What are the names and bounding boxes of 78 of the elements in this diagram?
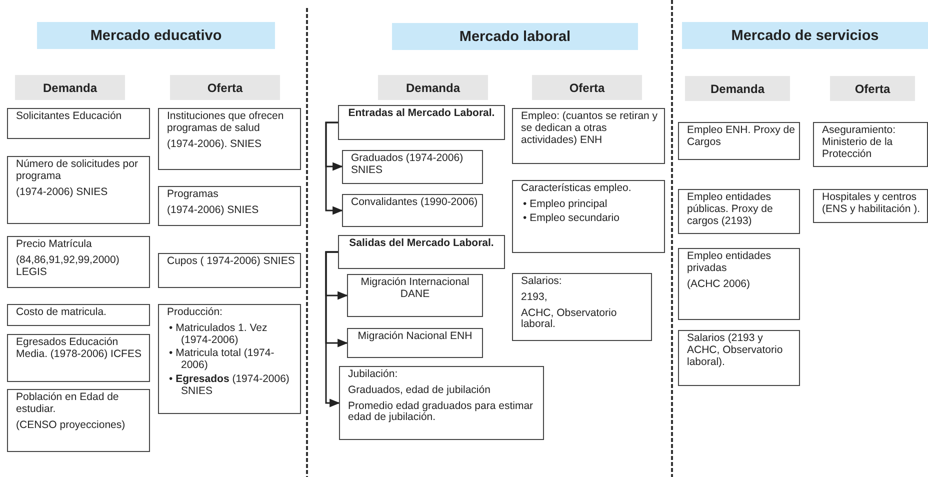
process-box: [158, 108, 301, 170]
node-text: Empleo entidades públicas. Proxy de cargos (2193): [687, 192, 774, 228]
node-text: Empleo: (cuantos se retiran y se dedican a otras actividades) ENH: [521, 111, 659, 146]
process-box: [158, 253, 301, 288]
column-header: Oferta: [830, 76, 915, 101]
process-box: [7, 108, 150, 139]
process-box: [347, 274, 483, 317]
node-text: Migración Internacional DANE: [360, 277, 470, 300]
process-box: [339, 366, 544, 440]
process-box: [7, 236, 150, 288]
node-text: Entradas al Mercado Laboral.: [347, 108, 496, 120]
bullet-item: • Matricula total (1974-2006): [168, 348, 276, 372]
node-text: (84,86,91,92,99,2000) LEGIS: [16, 254, 120, 278]
process-box: [158, 304, 301, 414]
node-text: Número de solicitudes por programa: [16, 159, 139, 182]
node-text: ACHC, Observatorio laboral.: [521, 308, 618, 331]
process-box: [7, 156, 150, 224]
node-text: Jubilación:: [348, 369, 399, 381]
column-header: Oferta: [170, 75, 280, 100]
node-text: (1974-2006). SNIES: [167, 138, 263, 150]
bullet-item: • Empleo principal: [522, 198, 608, 210]
column-header: Demanda: [15, 75, 125, 100]
bullet-item: • Matriculados 1. Vez (1974-2006): [168, 322, 268, 346]
process-box: [7, 304, 150, 326]
process-box: [338, 105, 505, 140]
node-text: Empleo ENH. Proxy de Cargos: [687, 125, 795, 148]
column-header: Demanda: [378, 75, 488, 100]
process-box: [813, 189, 928, 223]
bullet-item: • Empleo secundario: [522, 212, 620, 224]
column-header: Demanda: [685, 76, 790, 101]
node-text: Características empleo.: [521, 183, 632, 195]
node-text: Convalidantes (1990-2006): [351, 197, 478, 209]
node-text: (CENSO proyecciones): [16, 420, 126, 432]
section-header: Mercado educativo: [37, 22, 275, 49]
node-text: (ACHC 2006): [687, 278, 752, 290]
node-text: Programas: [167, 189, 220, 201]
process-box: [342, 150, 483, 184]
node-text: Salarios (2193 y ACHC, Observatorio laboral).: [687, 333, 784, 368]
process-box: [512, 180, 665, 253]
process-box: [342, 194, 483, 227]
node-text: Egresados Educación Media. (1978-2006) ICFES: [16, 337, 142, 360]
node-text: Solicitantes Educación: [16, 111, 123, 123]
section-header: Mercado laboral: [392, 23, 638, 50]
node-text: Cupos ( 1974-2006) SNIES: [167, 256, 296, 268]
process-box: [7, 389, 150, 452]
node-text: (1974-2006) SNIES: [16, 186, 109, 198]
process-box: [678, 248, 800, 320]
node-text: Producción:: [167, 307, 224, 319]
process-box: [678, 189, 800, 234]
node-text: (1974-2006) SNIES: [167, 204, 260, 216]
process-box: [512, 273, 652, 341]
node-text: Promedio edad graduados para estimar edad de jubilación.: [348, 400, 534, 424]
node-text: Migración Nacional ENH: [356, 331, 474, 343]
node-text: Precio Matrícula: [16, 239, 93, 251]
node-text: Instituciones que ofrecen programas de salud: [167, 111, 285, 134]
process-box: [158, 186, 301, 226]
process-box: [347, 328, 483, 358]
arrow: [325, 251, 340, 408]
bullet-item: • Egresados (1974-2006) SNIES: [168, 374, 290, 398]
node-text: 2193,: [521, 292, 548, 304]
process-box: [512, 108, 665, 164]
process-box: [338, 235, 505, 269]
section-header: Mercado de servicios: [682, 22, 928, 49]
process-box: [678, 122, 800, 160]
process-box: [678, 330, 800, 386]
process-box: [813, 122, 928, 168]
node-text: Salidas del Mercado Laboral.: [348, 238, 495, 250]
node-text: Salarios:: [521, 276, 563, 288]
column-header: Oferta: [532, 75, 642, 100]
node-text: Graduados, edad de jubilación: [348, 384, 492, 396]
process-box: [7, 334, 150, 382]
arrow: [325, 122, 344, 215]
node-text: Empleo entidades privadas: [687, 251, 772, 274]
node-text: Graduados (1974-2006) SNIES: [351, 153, 464, 176]
node-text: Aseguramiento: Ministerio de la Protección: [822, 125, 897, 160]
node-text: Población en Edad de estudiar.: [16, 392, 120, 416]
node-text: Costo de matricula.: [16, 307, 108, 319]
node-text: Hospitales y centros (ENS y habilitación ).: [822, 192, 922, 216]
